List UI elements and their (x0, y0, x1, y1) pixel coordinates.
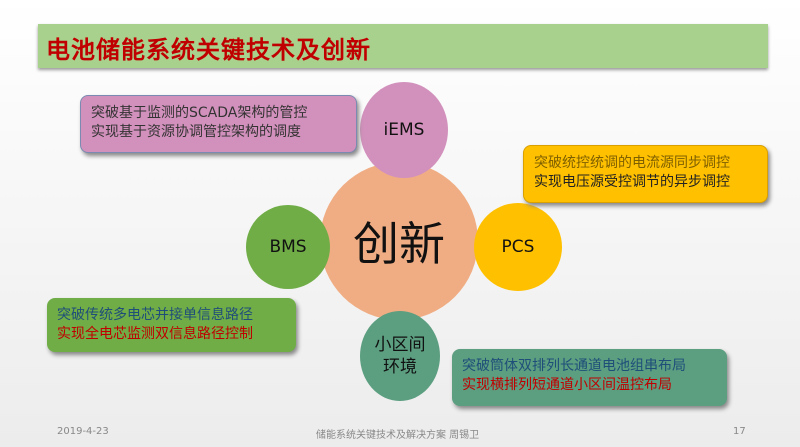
env-circle: 小区间环境 (360, 311, 440, 401)
bms-label: BMS (269, 237, 307, 257)
footer-date: 2019-4-23 (57, 426, 109, 437)
bms-box: 突破传统多电芯并接单信息路径实现全电芯监测双信息路径控制 (47, 298, 296, 352)
env-box: 突破筒体双排列长通道电池组串布局实现横排列短通道小区间温控布局 (452, 349, 727, 406)
bms-circle: BMS (246, 205, 330, 289)
footer-title: 储能系统关键技术及解决方案 周锡卫 (316, 430, 480, 441)
slide-title: 电池储能系统关键技术及创新 (46, 36, 371, 64)
iems-line-1: 突破基于监测的SCADA架构的管控 (91, 105, 308, 121)
iems-box: 突破基于监测的SCADA架构的管控实现基于资源协调管控架构的调度 (80, 95, 357, 153)
env-label-1: 小区间 (374, 335, 426, 355)
bms-line-2: 实现全电芯监测双信息路径控制 (57, 326, 253, 342)
env-line-1: 突破筒体双排列长通道电池组串布局 (462, 358, 686, 374)
iems-line-2: 实现基于资源协调管控架构的调度 (91, 124, 301, 140)
center-label: 创新 (353, 217, 445, 271)
center-circle: 创新 (320, 162, 478, 320)
bms-line-1: 突破传统多电芯并接单信息路径 (57, 307, 253, 323)
pcs-circle: PCS (474, 203, 562, 291)
pcs-line-1: 突破统控统调的电流源同步调控 (534, 155, 730, 171)
page-number: 17 (733, 426, 746, 437)
env-line-2: 实现横排列短通道小区间温控布局 (462, 377, 672, 393)
pcs-label: PCS (501, 237, 535, 257)
title-bar: 电池储能系统关键技术及创新 (38, 24, 768, 68)
iems-circle: iEMS (360, 82, 448, 178)
pcs-line-2: 实现电压源受控调节的异步调控 (534, 174, 730, 190)
iems-label: iEMS (383, 120, 425, 140)
env-label-2: 环境 (383, 357, 417, 377)
pcs-box: 突破统控统调的电流源同步调控实现电压源受控调节的异步调控 (523, 145, 768, 203)
